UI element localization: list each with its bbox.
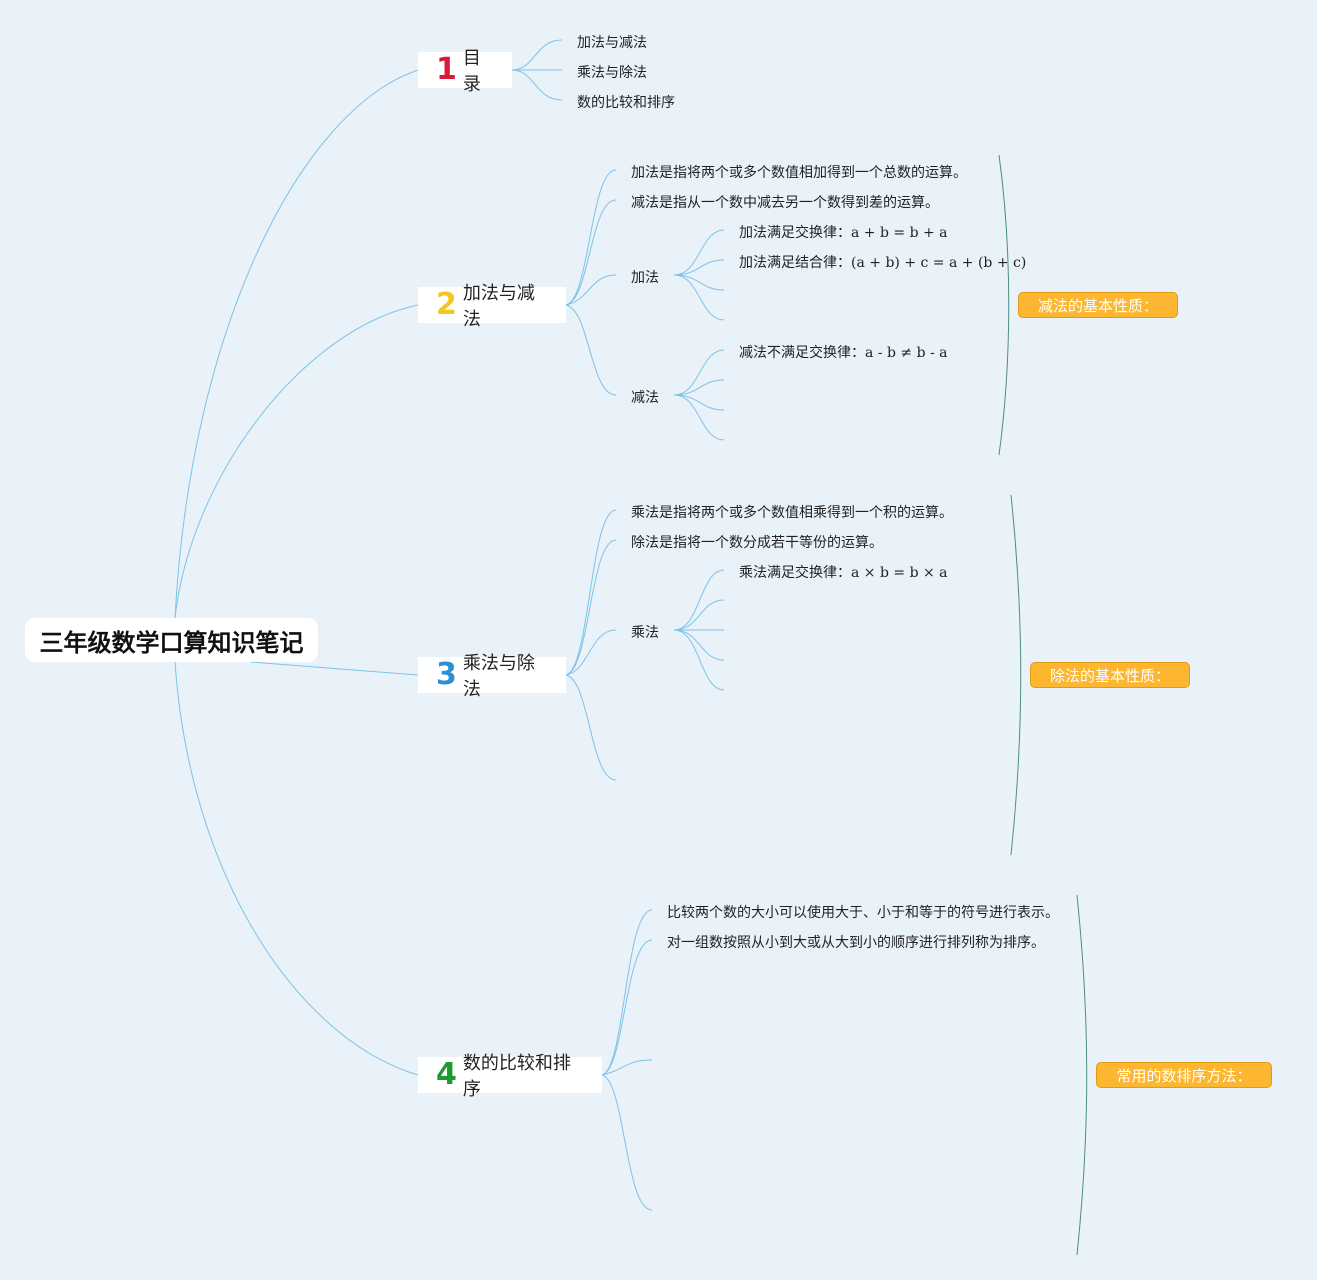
topic-toc[interactable]: 1 目录 <box>418 48 512 95</box>
sub-noncommutative-rule[interactable]: 减法不满足交换律：a - b ≠ b - a <box>739 342 948 362</box>
summary-badge-sort[interactable]: 常用的数排序方法： <box>1096 1062 1272 1088</box>
compare-item[interactable]: 比较两个数的大小可以使用大于、小于和等于的符号进行表示。 <box>667 905 1059 921</box>
toc-item[interactable]: 乘法与除法 <box>577 65 647 81</box>
topic-mul-div[interactable]: 3 乘法与除法 <box>418 653 566 700</box>
topic-label: 加法与减法 <box>462 283 535 330</box>
rule-formula: a + b = b + a <box>851 225 948 241</box>
toc-item[interactable]: 数的比较和排序 <box>577 95 675 111</box>
topic-label: 目录 <box>462 48 481 95</box>
div-definition[interactable]: 除法是指将一个数分成若干等份的运算。 <box>631 535 883 551</box>
summary-badge-div[interactable]: 除法的基本性质： <box>1030 662 1190 688</box>
rule-formula: a × b = b × a <box>851 565 948 581</box>
topic-number: 1 <box>436 52 457 87</box>
topic-number: 3 <box>436 657 457 692</box>
rule-text: 乘法满足交换律： <box>739 565 851 581</box>
topic-compare[interactable]: 4 数的比较和排序 <box>418 1053 602 1100</box>
rule-formula: a - b ≠ b - a <box>865 345 948 361</box>
rule-text: 减法不满足交换律： <box>739 345 865 361</box>
mul-definition[interactable]: 乘法是指将两个或多个数值相乘得到一个积的运算。 <box>631 505 953 521</box>
add-commutative-rule[interactable]: 加法满足交换律：a + b = b + a <box>739 222 948 242</box>
topic-label: 乘法与除法 <box>462 653 535 700</box>
toc-item[interactable]: 加法与减法 <box>577 35 647 51</box>
sub-subtopic[interactable]: 减法 <box>631 390 659 406</box>
rule-formula: (a + b) + c = a + (b + c) <box>851 255 1027 271</box>
summary-badge-sub[interactable]: 减法的基本性质： <box>1018 292 1178 318</box>
add-definition[interactable]: 加法是指将两个或多个数值相加得到一个总数的运算。 <box>631 165 967 181</box>
sub-definition[interactable]: 减法是指从一个数中减去另一个数得到差的运算。 <box>631 195 939 211</box>
topic-add-sub[interactable]: 2 加法与减法 <box>418 283 566 330</box>
mul-commutative-rule[interactable]: 乘法满足交换律：a × b = b × a <box>739 562 948 582</box>
mul-subtopic[interactable]: 乘法 <box>631 625 659 641</box>
add-associative-rule[interactable]: 加法满足结合律：(a + b) + c = a + (b + c) <box>739 252 1026 272</box>
add-subtopic[interactable]: 加法 <box>631 270 659 286</box>
topic-label: 数的比较和排序 <box>462 1053 571 1100</box>
topic-number: 4 <box>436 1057 457 1092</box>
rule-text: 加法满足交换律： <box>739 225 851 241</box>
sort-item[interactable]: 对一组数按照从小到大或从大到小的顺序进行排列称为排序。 <box>667 935 1045 951</box>
root-topic[interactable]: 三年级数学口算知识笔记 <box>25 618 318 662</box>
rule-text: 加法满足结合律： <box>739 255 851 271</box>
topic-number: 2 <box>436 287 457 322</box>
